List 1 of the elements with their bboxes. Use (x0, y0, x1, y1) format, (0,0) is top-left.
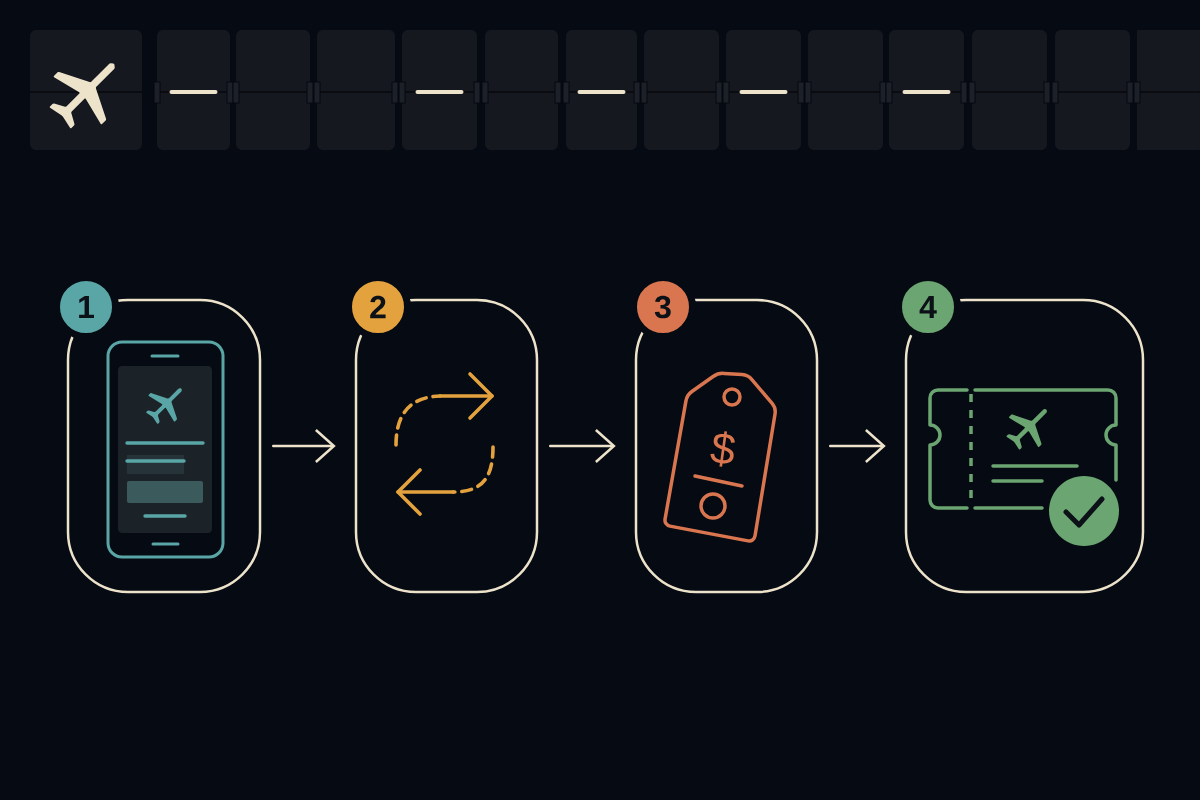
dollar-sign: $ (710, 431, 735, 467)
